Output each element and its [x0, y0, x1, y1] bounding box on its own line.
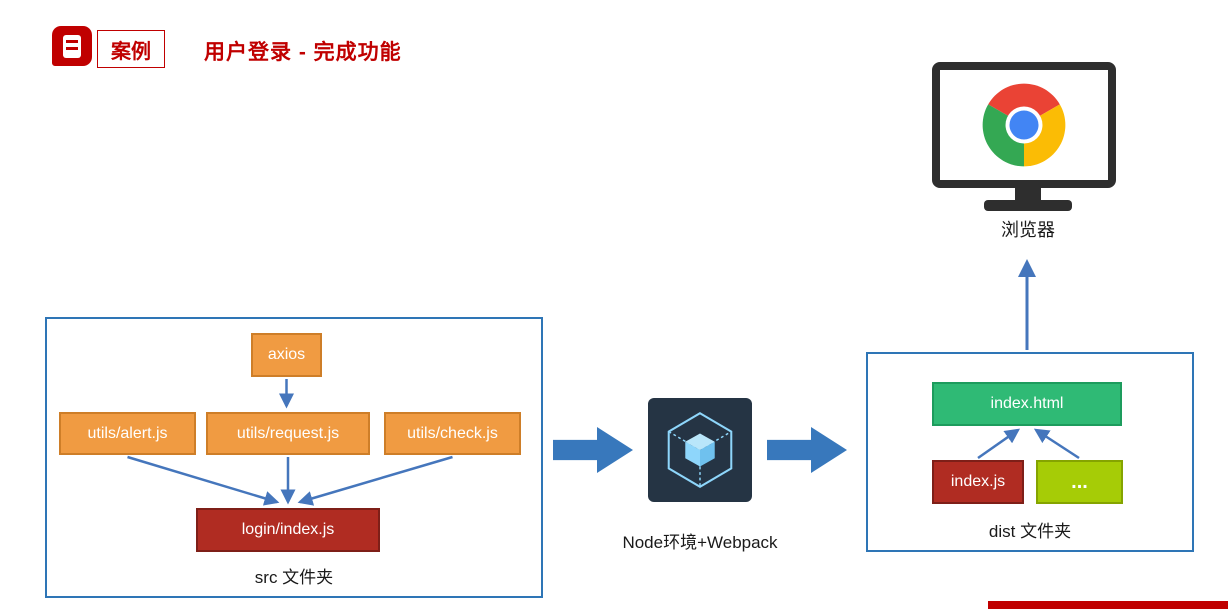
monitor-stand-base [984, 200, 1072, 211]
page-title: 用户登录 - 完成功能 [204, 41, 402, 64]
node-index-js: index.js [932, 460, 1024, 504]
browser-label: 浏览器 [1001, 220, 1055, 240]
document-icon [63, 34, 81, 58]
case-label: 案例 [111, 40, 151, 63]
pipeline-label: Node环境+Webpack [622, 533, 778, 552]
monitor-icon [932, 62, 1116, 188]
dist-folder-label: dist 文件夹 [988, 522, 1072, 541]
node-index-html: index.html [932, 382, 1122, 426]
node-utils-check: utils/check.js [384, 412, 521, 455]
node-utils-alert: utils/alert.js [59, 412, 196, 455]
node-other-files: ... [1036, 460, 1123, 504]
dist-folder-container: dist 文件夹 [866, 352, 1194, 552]
flow-arrow-src-to-webpack [553, 427, 633, 473]
flow-arrow-webpack-to-dist [767, 427, 847, 473]
monitor-stand-neck [1015, 186, 1041, 201]
node-login-index: login/index.js [196, 508, 380, 552]
node-utils-request: utils/request.js [206, 412, 370, 455]
case-badge-icon [52, 26, 92, 66]
chrome-logo-icon [982, 83, 1066, 167]
webpack-logo-icon [648, 398, 752, 502]
bottom-right-red-bar [988, 601, 1228, 609]
node-axios: axios [251, 333, 322, 377]
webpack-cube-icon [667, 412, 733, 488]
src-folder-label: src 文件夹 [254, 568, 334, 587]
case-label-box: 案例 [97, 30, 165, 68]
